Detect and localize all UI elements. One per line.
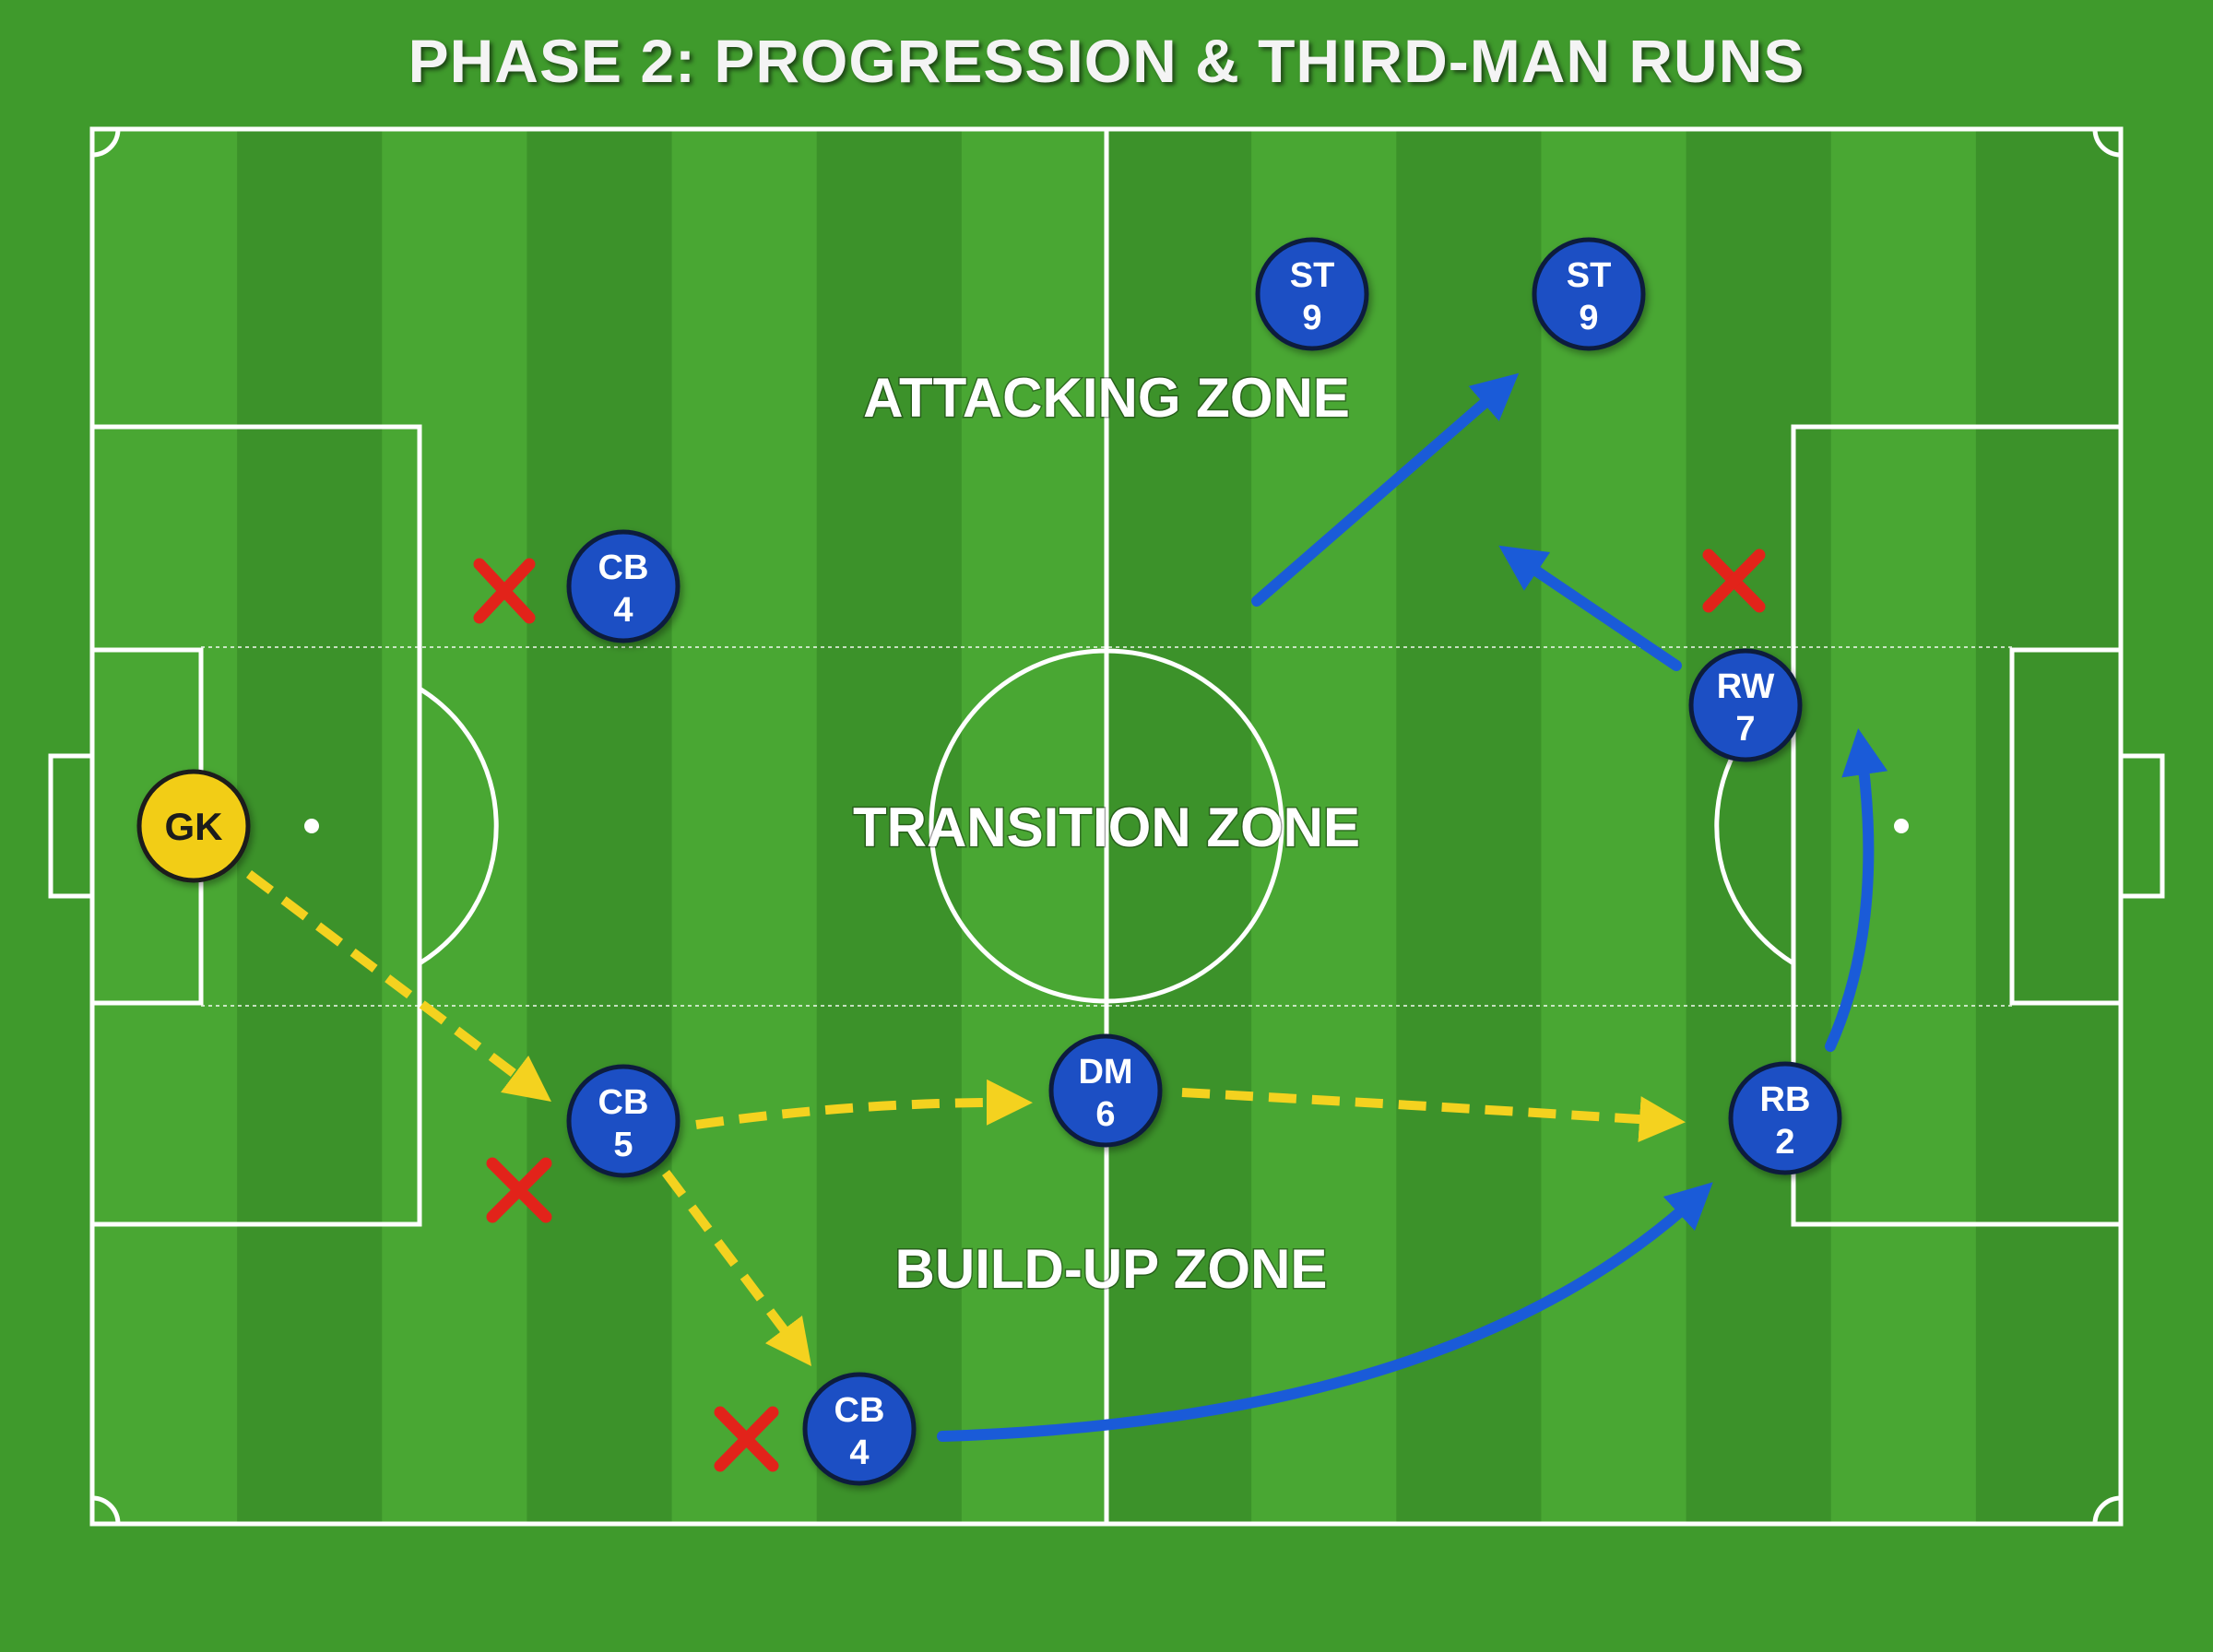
passes: [245, 870, 1686, 1366]
zone-label-transition: TRANSITION ZONE: [853, 796, 1360, 858]
opponent-marker: [486, 1157, 552, 1223]
player-number: 9: [1579, 299, 1598, 337]
player-role: DM: [1078, 1053, 1132, 1092]
player-gk[interactable]: GK: [136, 769, 251, 883]
runs: [937, 372, 1888, 1442]
player-rw7[interactable]: RW 7: [1688, 648, 1803, 762]
opponent-marker: [473, 558, 536, 624]
players: GK CB 4 CB 5 CB 4 DM 6: [136, 237, 1842, 1486]
opponent-markers: [473, 549, 1766, 1472]
player-cb4-top[interactable]: CB 4: [566, 529, 680, 643]
player-role: CB: [598, 549, 649, 587]
left-penalty-arc: [418, 686, 499, 966]
run-rw7-inside: [1498, 545, 1682, 671]
left-penalty-spot: [304, 819, 319, 833]
grass-stripe: [382, 129, 527, 1524]
player-rb2[interactable]: RB 2: [1728, 1061, 1842, 1175]
grass-stripes: [92, 129, 2122, 1524]
player-role: RB: [1760, 1080, 1811, 1119]
grass-stripe: [1396, 129, 1542, 1524]
grass-stripe: [961, 129, 1107, 1524]
opponent-marker: [714, 1406, 779, 1472]
zone-label-buildup: BUILD-UP ZONE: [895, 1238, 1328, 1300]
run-rb2-forward: [1825, 728, 1888, 1052]
player-gk-role: GK: [165, 805, 223, 848]
player-cb5[interactable]: CB 5: [566, 1064, 680, 1178]
right-goal: [2118, 753, 2165, 899]
run-st9-forward: [1251, 372, 1520, 607]
grass-stripe: [1106, 129, 1252, 1524]
player-role: RW: [1717, 667, 1775, 706]
grass-stripe: [671, 129, 818, 1524]
player-role: ST: [1290, 256, 1335, 295]
grass-stripe: [1686, 129, 1832, 1524]
corner-arc-tr: [2092, 128, 2122, 158]
player-dm6[interactable]: DM 6: [1048, 1033, 1163, 1148]
grass-stripe: [816, 129, 963, 1524]
pass-gk-to-cb5: [245, 870, 551, 1103]
player-number: 4: [613, 591, 633, 630]
player-number: 5: [613, 1126, 633, 1164]
opponent-marker: [1702, 549, 1766, 613]
player-number: 2: [1775, 1123, 1794, 1162]
player-number: 9: [1302, 299, 1321, 337]
grass-stripe: [1975, 129, 2122, 1524]
run-cb4-overlap: [937, 1182, 1713, 1442]
corner-arc-br: [2092, 1495, 2122, 1525]
player-number: 4: [849, 1434, 869, 1472]
grass-stripe: [1251, 129, 1397, 1524]
corner-arc-bl: [91, 1495, 121, 1525]
player-role: CB: [598, 1083, 649, 1122]
right-penalty-spot: [1894, 819, 1909, 833]
player-st9-b[interactable]: ST 9: [1532, 237, 1646, 351]
zone-label-attacking: ATTACKING ZONE: [863, 367, 1350, 429]
player-st9-a[interactable]: ST 9: [1255, 237, 1369, 351]
center-circle: [929, 648, 1284, 1004]
diagram-title: PHASE 2: PROGRESSION & THIRD-MAN RUNS: [408, 27, 1805, 95]
pass-cb5-to-dm6: [695, 1079, 1033, 1129]
player-number: 7: [1735, 710, 1755, 749]
player-role: ST: [1567, 256, 1612, 295]
corner-arc-tl: [91, 128, 121, 158]
player-cb4-bottom[interactable]: CB 4: [802, 1372, 917, 1486]
pass-cb5-to-cb4: [662, 1169, 812, 1366]
player-number: 6: [1095, 1095, 1115, 1134]
player-role: CB: [834, 1391, 885, 1430]
pass-dm6-to-rb2: [1181, 1088, 1686, 1143]
grass-stripe: [527, 129, 673, 1524]
left-goal: [48, 753, 95, 899]
